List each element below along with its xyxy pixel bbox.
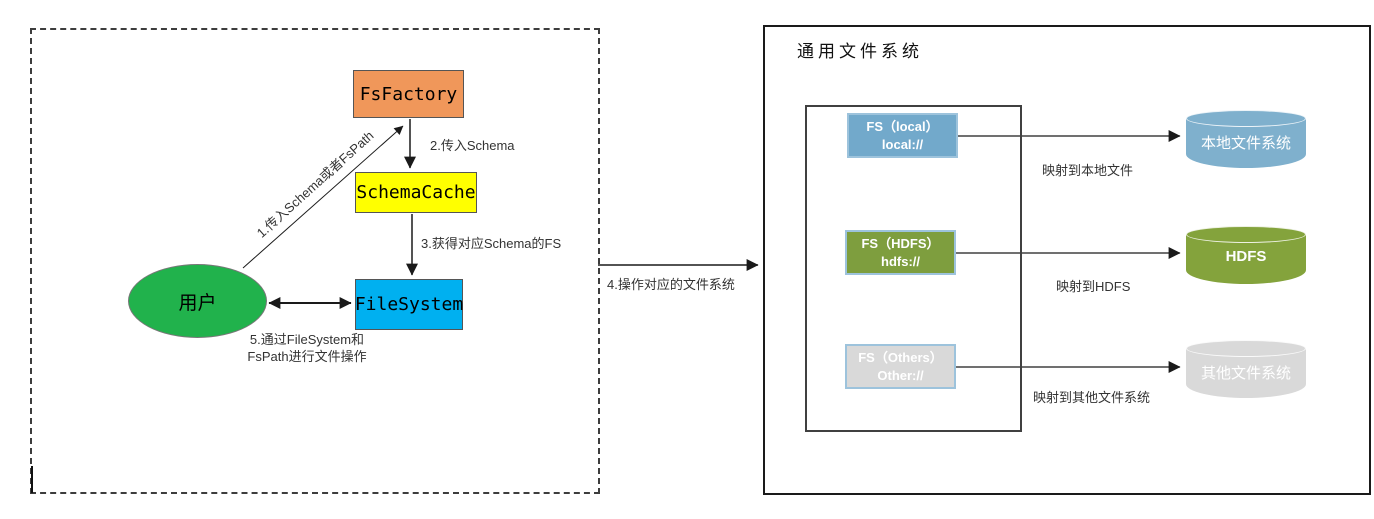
fsbox-hdfs: FS（HDFS） hdfs://	[845, 230, 956, 275]
cylinder-other-fs: 其他文件系统	[1186, 340, 1306, 398]
fsbox-others: FS（Others） Other://	[845, 344, 956, 389]
edge-label-step4: 4.操作对应的文件系统	[607, 277, 735, 292]
edge-label-step3: 3.获得对应Schema的FS	[421, 236, 562, 251]
stray-cursor-mark	[31, 466, 33, 493]
node-filesystem-label: FileSystem	[354, 294, 464, 315]
fsbox-others-schema: Other://	[877, 367, 924, 383]
generic-fs-panel-title: 通用文件系统	[797, 42, 923, 61]
node-fsfactory-label: FsFactory	[359, 83, 458, 105]
node-user: 用户	[128, 264, 267, 338]
fs-registry-box	[805, 105, 1022, 432]
fsbox-local-name: FS（local）	[866, 118, 939, 134]
mapping-label-others: 映射到其他文件系统	[1033, 390, 1151, 405]
cylinder-local-top	[1186, 110, 1306, 127]
cylinder-hdfs-label: HDFS	[1225, 248, 1267, 265]
fsbox-others-name: FS（Others）	[858, 349, 943, 365]
generic-fs-panel	[763, 25, 1371, 495]
edge-label-step5-line2: FsPath进行文件操作	[247, 349, 367, 364]
client-panel	[30, 28, 600, 494]
mapping-label-local: 映射到本地文件	[1042, 163, 1134, 178]
edge-label-step2: 2.传入Schema	[430, 138, 515, 153]
fsbox-local: FS（local） local://	[847, 113, 958, 158]
cylinder-hdfs-top	[1186, 226, 1306, 243]
cylinder-other-top	[1186, 340, 1306, 357]
node-schemacache: SchemaCache	[355, 172, 477, 213]
mapping-label-hdfs: 映射到HDFS	[1056, 279, 1131, 294]
cylinder-local-fs: 本地文件系统	[1186, 110, 1306, 168]
node-fsfactory: FsFactory	[353, 70, 464, 118]
node-filesystem: FileSystem	[355, 279, 463, 330]
node-schemacache-label: SchemaCache	[356, 182, 476, 203]
cylinder-hdfs: HDFS	[1186, 226, 1306, 284]
fsbox-hdfs-name: FS（HDFS）	[861, 235, 940, 251]
edge-label-step5-line1: 5.通过FileSystem和	[249, 332, 365, 347]
fsbox-hdfs-schema: hdfs://	[881, 253, 920, 269]
cylinder-other-label: 其他文件系统	[1200, 365, 1291, 382]
fsbox-local-schema: local://	[881, 136, 924, 152]
edge-label-step5: 5.通过FileSystem和 FsPath进行文件操作	[232, 331, 382, 365]
node-user-label: 用户	[178, 292, 217, 314]
cylinder-local-label: 本地文件系统	[1200, 135, 1291, 152]
